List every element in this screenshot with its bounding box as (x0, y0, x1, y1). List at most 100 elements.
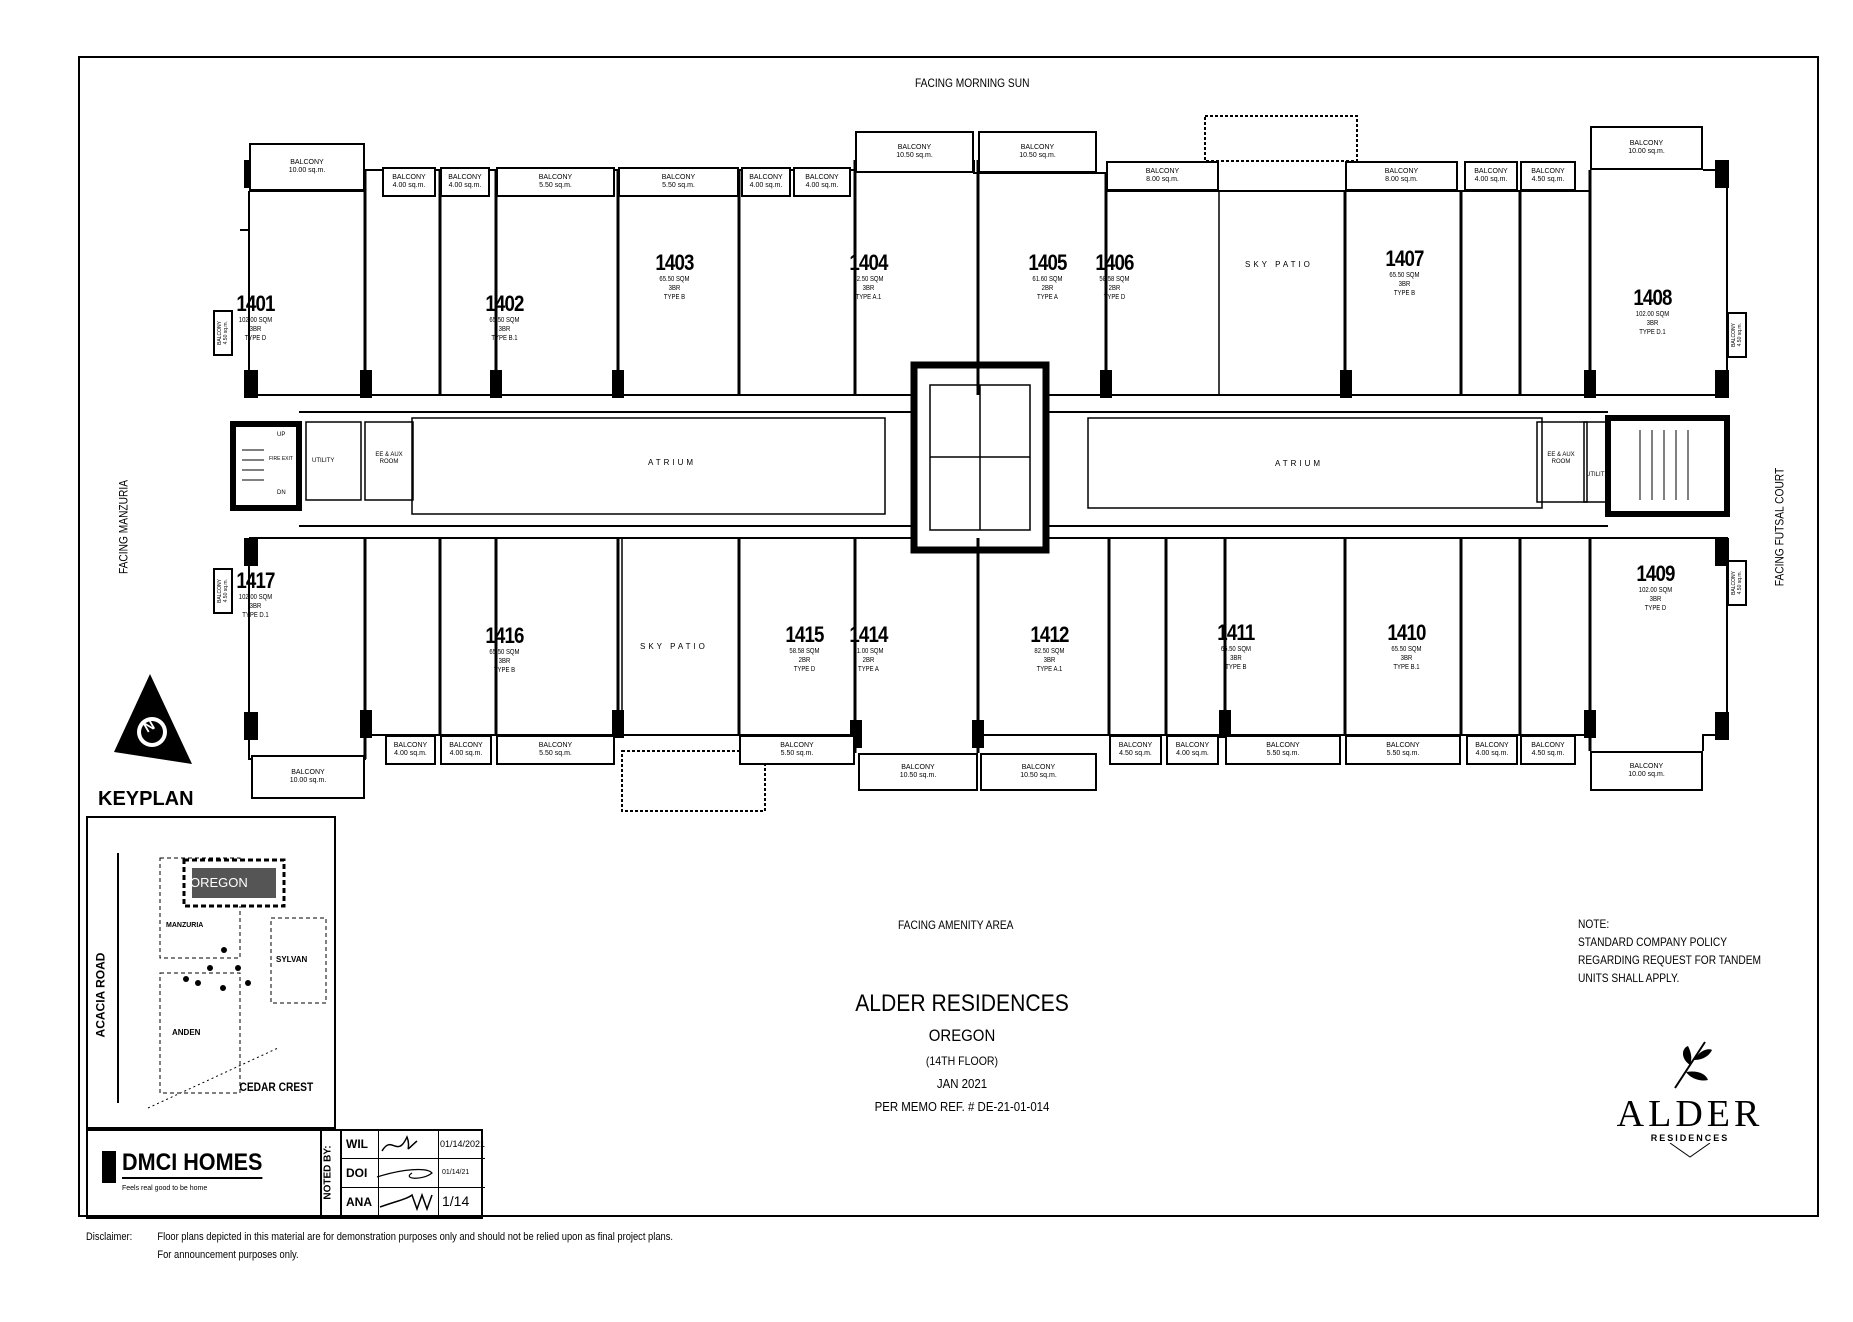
unit-area: 82.50 SQM (1034, 648, 1065, 655)
keyplan-label: KEYPLAN (98, 788, 194, 810)
note: NOTE: STANDARD COMPANY POLICY REGARDING … (1578, 915, 1761, 987)
unit-number: 1404 (849, 250, 888, 275)
balcony-label: BALCONY (1474, 167, 1508, 175)
balcony-label: BALCONY (661, 173, 696, 181)
noted-by-initials: WIL (346, 1137, 368, 1151)
balcony-area: 10.00 sq.m. (288, 167, 326, 174)
unit-type: TYPE B.1 (1393, 664, 1420, 671)
unit-bedrooms: 3BR (249, 603, 262, 610)
unit-bedrooms: 2BR (862, 657, 875, 664)
unit-type: TYPE D (793, 666, 816, 673)
balcony-area: 4.00 sq.m. (1474, 176, 1508, 183)
balcony-area: 4.50 sq.m. (1531, 176, 1565, 183)
developer-tagline: Feels real good to be home (122, 1185, 208, 1192)
unit-bedrooms: 3BR (1646, 320, 1659, 327)
utility-label: UTILITY (1586, 472, 1609, 478)
unit-number: 1417 (236, 568, 275, 593)
balcony-area: 4.50 sq.m. (1531, 750, 1565, 757)
note-line: REGARDING REQUEST FOR TANDEM (1578, 953, 1762, 967)
balcony-area: 8.00 sq.m. (1385, 176, 1418, 183)
unit-number: 1414 (849, 622, 888, 647)
unit-number: 1416 (485, 623, 524, 648)
unit-area: 65.50 SQM (1220, 646, 1251, 653)
unit-type: TYPE B (1225, 664, 1247, 671)
unit-bedrooms: 3BR (1400, 655, 1413, 662)
signature-marks (376, 1135, 433, 1212)
balcony-label: BALCONY (538, 173, 573, 181)
balcony-label: BALCONY (1266, 741, 1300, 749)
balcony-label: BALCONY (448, 173, 482, 181)
atrium-label: ATRIUM (648, 458, 697, 467)
unit-bedrooms: 3BR (668, 285, 681, 292)
unit-area: 61.00 SQM (853, 648, 884, 655)
logo-subtitle: RESIDENCES (1650, 1133, 1730, 1143)
unit-number: 1406 (1095, 250, 1134, 275)
noted-by-initials: ANA (346, 1195, 372, 1209)
unit-area: 82.50 SQM (853, 276, 884, 283)
balcony-label: BALCONY (780, 741, 814, 749)
unit-type: TYPE D (1644, 605, 1667, 612)
drawing-frame (78, 56, 1819, 1217)
balcony-label: BALCONY (291, 768, 325, 776)
unit-number: 1402 (485, 291, 524, 316)
balcony-label: BALCONY (392, 173, 426, 181)
unit-type: TYPE A (858, 666, 879, 673)
balcony-area: 4.00 sq.m. (1475, 750, 1509, 757)
balcony-area: 4.00 sq.m. (749, 182, 783, 189)
balcony-label: BALCONY (393, 741, 428, 749)
unit-number: 1409 (1636, 561, 1675, 586)
logo-name: ALDER (1616, 1093, 1764, 1135)
unit-number: 1407 (1385, 246, 1424, 271)
balcony-label: BALCONY (901, 763, 935, 771)
note-line: UNITS SHALL APPLY. (1578, 971, 1680, 985)
balcony-area: 5.50 sq.m. (539, 182, 572, 189)
keyplan-anden-label: ANDEN (172, 1028, 201, 1037)
balcony-area: 4.00 sq.m. (448, 182, 482, 189)
balcony-area: 8.00 sq.m. (1146, 176, 1179, 183)
unit-type: TYPE D.1 (242, 612, 269, 619)
balcony-area: 4.50 sq.m. (223, 579, 229, 603)
alder-logo: ALDER RESIDENCES (1595, 1040, 1785, 1180)
note-heading: NOTE: (1578, 917, 1610, 931)
balcony-area: 4.50 sq.m. (1737, 571, 1743, 595)
unit-bedrooms: 3BR (498, 658, 511, 665)
utility-label: UTILITY (312, 458, 335, 464)
balcony-area: 4.50 sq.m. (223, 321, 229, 345)
unit-type: TYPE B.1 (491, 335, 518, 342)
ee-aux-room-label: EE & AUX ROOM (375, 452, 403, 466)
unit-area: 58.58 SQM (789, 648, 820, 655)
unit-area: 65.50 SQM (489, 649, 520, 656)
noted-by-initials: DOI (346, 1166, 368, 1180)
floor-label: (14TH FLOOR) (925, 1054, 999, 1068)
balcony-area: 4.00 sq.m. (449, 750, 483, 757)
keyplan-road-label: ACACIA ROAD (93, 952, 108, 1038)
balcony-label: BALCONY (1629, 762, 1664, 770)
stair-up-label: UP (277, 432, 286, 438)
balcony-label: BALCONY (290, 158, 324, 166)
